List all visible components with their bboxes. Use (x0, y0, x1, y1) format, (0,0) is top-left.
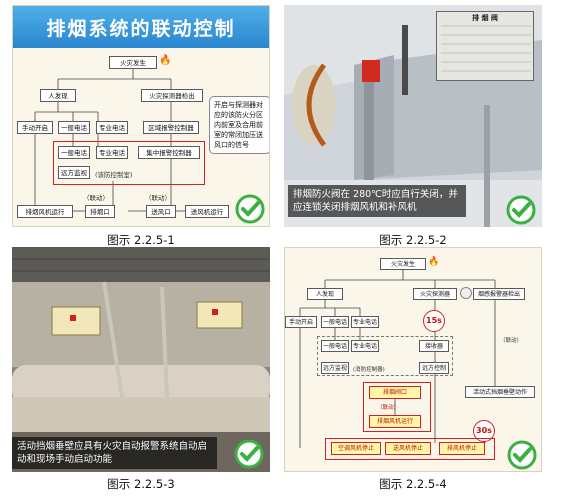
timer-30s-badge: 30s (473, 420, 495, 442)
node-ac-stop: 空调风机停止 (331, 442, 381, 455)
node-exhaust-valve: 排烟阀口 (369, 386, 421, 399)
check-icon (235, 194, 265, 224)
linkage-label-1: （联动） (83, 194, 109, 202)
check-icon (506, 195, 536, 225)
node-fire-detector: 火灾探测器 (413, 288, 457, 300)
flame-icon: 🔥 (159, 55, 172, 66)
highlight-box (53, 141, 205, 185)
node-smoke-curtain: 活动式挡烟垂壁动作 (465, 386, 535, 398)
node-exhaust-fan: 排烟风机运行 (369, 415, 421, 428)
valve-caption-overlay: 排烟防火阀在 280℃时应自行关闭，并应连锁关闭排烟风机和补风机 (288, 185, 466, 217)
caption-3: 图示 2.2.5-3 (107, 477, 175, 491)
figure-2-2-5-3: 活动挡烟垂壁应具有火灾自动报警系统自动启动和现场手动启动功能 (12, 247, 270, 472)
node-dedicated-phone: 专业电话 (96, 121, 128, 134)
node-dedicated-phone: 专业电话 (351, 316, 379, 328)
figure-2-2-5-4: 火灾发生 🔥 人发现 火灾探测器 烟感报警器检出 手动开启 一般电话 专业电话 … (284, 247, 542, 472)
node-remote-monitor: 远方监视 (321, 362, 349, 374)
linkage-label-1: （联动） (377, 405, 400, 411)
figure-2-2-5-1: 排烟系统的联动控制 火灾发生 🔥 人发现 火灾探测器检出 手动开启 (12, 5, 270, 227)
signal-note: 开启与探测器对应的该防火分区内前室及合用前室的常闭加压送风口的信号 (209, 96, 269, 154)
node-remote-monitor: 远方监视 (58, 166, 90, 179)
node-manual-open: 手动开启 (285, 316, 317, 328)
nameplate-title: 排 烟 阀 (472, 14, 498, 22)
node-general-phone: 一般电话 (321, 316, 349, 328)
curtain-caption-overlay: 活动挡烟垂壁应具有火灾自动报警系统自动启动和现场手动启动功能 (12, 437, 217, 469)
flow-connectors-4 (299, 270, 496, 448)
nameplate-lines (441, 25, 531, 72)
highlight-box-valve (363, 382, 431, 432)
linkage-label-2: （联动） (500, 338, 523, 344)
node-exhaust-stop: 排风机停止 (439, 442, 485, 455)
node-general-phone-2: 一般电话 (58, 146, 90, 159)
node-exhaust-port: 排烟口 (85, 205, 115, 218)
flame-icon: 🔥 (428, 257, 440, 267)
node-general-phone-2: 一般电话 (321, 340, 349, 352)
banner (13, 6, 269, 48)
node-remote-control: 远方控制 (419, 362, 449, 374)
node-central-alarm-ctrl: 集中报警控制器 (138, 146, 200, 159)
node-manual-open: 手动开启 (17, 121, 53, 134)
node-person-found: 人发现 (40, 89, 76, 102)
node-detector-found: 火灾探测器检出 (141, 89, 203, 102)
flow-connectors (34, 69, 185, 212)
valve-nameplate: 排 烟 阀 (436, 11, 534, 81)
node-supply-port: 送风口 (146, 205, 176, 218)
caption-1: 图示 2.2.5-1 (107, 233, 175, 247)
node-receiver: 接收器 (419, 340, 449, 352)
caption-4: 图示 2.2.5-4 (379, 477, 447, 491)
node-smoke-alarm-detect: 烟感报警器检出 (473, 288, 525, 300)
flowchart-title: 排烟系统的联动控制 (46, 18, 236, 40)
fire-ctrl-room-label: (该防控制室) (95, 171, 133, 179)
linkage-label-2: （联动） (145, 194, 171, 202)
highlight-box-stop (325, 438, 495, 460)
control-room-group (317, 336, 453, 376)
node-supply-stop: 送风机停止 (385, 442, 431, 455)
timer-15s-badge: 15s (423, 310, 445, 332)
check-icon (234, 439, 264, 469)
node-person-found: 人发现 (307, 288, 343, 300)
node-fire-occurs: 火灾发生 (109, 56, 157, 69)
node-supply-fan: 送风机运行 (185, 205, 229, 218)
node-dedicated-phone-2: 专业电话 (351, 340, 379, 352)
node-exhaust-fan: 排烟风机运行 (17, 205, 73, 218)
node-fire-occurs: 火灾发生 (380, 258, 426, 270)
node-zone-alarm-ctrl: 区域报警控制器 (143, 121, 199, 134)
figure-2-2-5-2: 排 烟 阀 排烟防火阀在 280℃时应自行关闭，并应连锁关闭排烟风机和补风机 (284, 5, 542, 227)
node-dedicated-phone-2: 专业电话 (96, 146, 128, 159)
fire-ctrl-label: (消防控制器) (353, 367, 385, 373)
caption-2: 图示 2.2.5-2 (379, 233, 447, 247)
check-icon (507, 440, 537, 470)
detector-icon (460, 287, 472, 299)
node-general-phone: 一般电话 (58, 121, 90, 134)
